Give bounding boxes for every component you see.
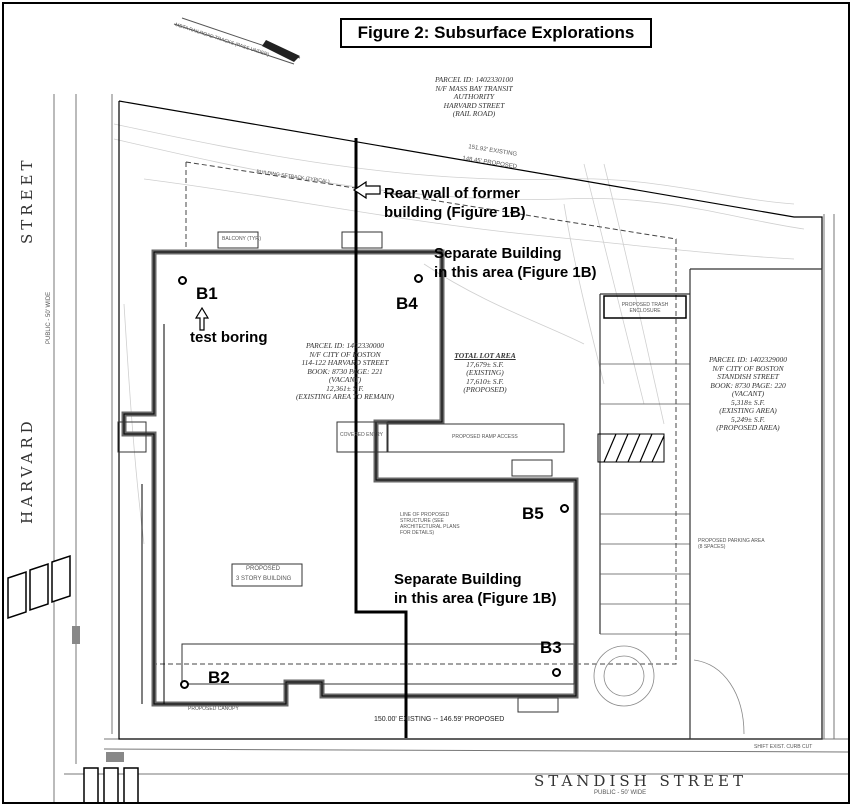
ramp-access-label: PROPOSED RAMP ACCESS — [452, 434, 518, 440]
boring-label-b5: B5 — [522, 504, 544, 523]
boring-label-b2: B2 — [208, 668, 230, 687]
separate-building-top-annotation: Separate Building in this area (Figure 1… — [434, 245, 597, 281]
rail-road-mark — [262, 40, 300, 62]
covered-entry-label: COVERED ENTRY — [340, 432, 383, 438]
balcony-mid — [341, 231, 383, 249]
canopy-band — [181, 643, 575, 685]
existing-contours — [113, 123, 805, 545]
boring-marker-b4 — [414, 274, 423, 283]
site-plan-drawing — [7, 17, 848, 802]
hydrant-mark — [72, 626, 80, 644]
trash-enclosure-label: PROPOSED TRASH ENCLOSURE — [621, 302, 669, 314]
crosswalk-left — [7, 554, 71, 620]
boring-marker-b3 — [552, 668, 561, 677]
proposed-building-label-2: 3 STORY BUILDING — [236, 576, 292, 582]
boring-marker-b1 — [178, 276, 187, 285]
building-setback-line — [154, 161, 677, 665]
separate-building-bottom-annotation: Separate Building in this area (Figure 1… — [394, 571, 557, 607]
harvard-street-label-word-harvard: HARVARD — [18, 417, 36, 524]
boring-label-b4: B4 — [396, 294, 418, 313]
tree-canopy — [593, 645, 745, 735]
crosswalk-bottom — [83, 767, 139, 802]
boring-label-b3: B3 — [540, 638, 562, 657]
utility-mark — [106, 752, 124, 762]
proposed-building-label-1: PROPOSED — [246, 566, 281, 572]
standish-parcel — [599, 268, 823, 740]
boring-marker-b2 — [180, 680, 189, 689]
canopy-label: PROPOSED CANOPY — [188, 706, 239, 712]
parking-area-label: PROPOSED PARKING AREA (8 SPACES) — [698, 538, 765, 550]
ramp-access-box — [387, 423, 565, 453]
trash-enclosure-box — [603, 295, 687, 319]
curb-cut-label: SHIFT EXIST. CURB CUT — [754, 744, 813, 750]
balcony-right — [511, 459, 553, 477]
boring-marker-b5 — [560, 504, 569, 513]
boring-label-b1: B1 — [196, 284, 218, 303]
proposed-building-label-box — [231, 563, 303, 587]
standish-street-width: PUBLIC - 50' WIDE — [594, 790, 647, 796]
test-boring-annotation: test boring — [190, 329, 268, 346]
balcony-bottom — [517, 697, 559, 713]
hatched-ramp — [597, 433, 665, 463]
balcony-left — [217, 231, 259, 249]
balcony-label: BALCONY (TYP.) — [222, 236, 261, 242]
parking-stalls — [600, 363, 690, 635]
main-building-inner-outline — [123, 251, 577, 705]
rear-wall-annotation: Rear wall of former building (Figure 1B) — [384, 185, 526, 221]
harvard-entry — [117, 421, 147, 453]
left-wall-ticks — [141, 324, 165, 704]
standish-street-label: STANDISH STREET — [534, 772, 747, 790]
test-boring-arrow — [194, 306, 210, 331]
rear-wall-arrow — [352, 180, 381, 200]
harvard-street-label-word-street: STREET — [18, 156, 36, 244]
covered-entry-box — [336, 421, 388, 453]
separation-line — [354, 138, 408, 738]
main-building-outline — [121, 249, 579, 707]
figure-title: Figure 2: Subsurface Explorations — [340, 18, 652, 48]
dim-bottom: 150.00' EXISTING -- 146.59' PROPOSED — [374, 716, 505, 723]
harvard-street-width: PUBLIC - 50' WIDE — [46, 291, 52, 344]
line-of-structure-label: LINE OF PROPOSED STRUCTURE (SEE ARCHITEC… — [400, 512, 460, 536]
